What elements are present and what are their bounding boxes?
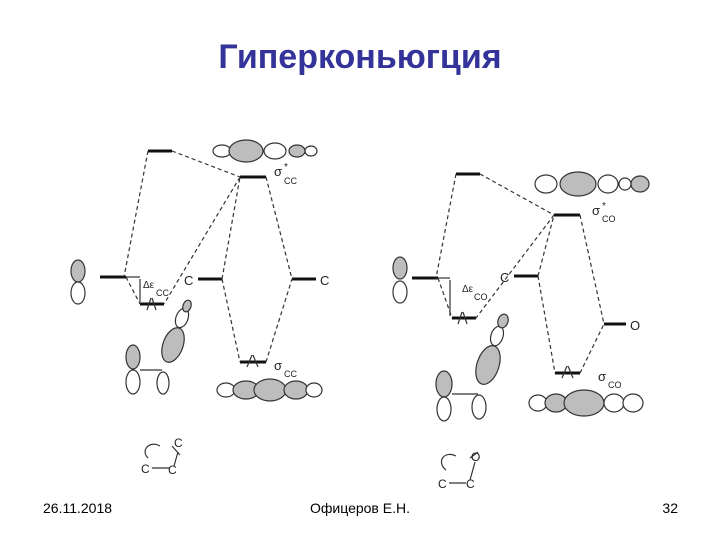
left-donor-p-orbital: [70, 259, 86, 305]
right-sigma-sub: CO: [608, 380, 622, 390]
slide-title: Гиперконьюгция: [218, 38, 502, 76]
left-sigma-label: σ: [274, 358, 282, 373]
right-electron-arrows: [457, 311, 468, 325]
left-sigma-sub: CC: [284, 369, 297, 379]
right-sigma-orbital: [528, 389, 644, 417]
right-atom-o: O: [630, 318, 640, 333]
right-overlap-orbitals: [435, 313, 509, 422]
right-delta-label: Δε: [462, 284, 474, 295]
right-donor-p-orbital: [392, 256, 408, 304]
left-atom-c-left: C: [184, 273, 193, 288]
right-scheme-c2: C: [466, 477, 475, 491]
right-sigma-label: σ: [598, 369, 606, 384]
footer-date: 26.11.2018: [43, 500, 113, 516]
left-reaction-scheme: [144, 443, 181, 469]
left-sigma-star-label: σ: [274, 164, 282, 179]
left-sigma-star-sup: *: [284, 162, 288, 173]
left-correlation-lines: [123, 150, 293, 363]
left-atom-c-right: C: [320, 273, 329, 288]
right-mo-diagram: Δε CO σ * CO σ CO C O: [392, 171, 650, 491]
right-correlation-lines: [435, 173, 605, 374]
right-scheme-c1: C: [438, 477, 447, 491]
right-scheme-o: O: [471, 450, 480, 464]
left-sigma-orbital: [216, 378, 323, 402]
right-delta-sub: CO: [474, 292, 488, 302]
left-scheme-c3: C: [174, 436, 183, 450]
left-sigma-star-orbital: [212, 139, 318, 163]
right-reaction-scheme: [441, 451, 479, 484]
left-mo-diagram: Δε CC σ * CC σ CC C C: [70, 139, 329, 477]
page-number: 32: [662, 500, 678, 516]
right-sigma-star-sup: *: [602, 201, 606, 212]
right-sigma-star-orbital: [534, 171, 650, 197]
left-scheme-c2: C: [168, 463, 177, 477]
left-delta-label: Δε: [143, 280, 155, 291]
footer-author: Офицеров Е.Н.: [309, 500, 410, 516]
left-electron-arrows: [146, 297, 157, 311]
left-overlap-orbitals: [125, 299, 192, 395]
right-sigma-star-sub: CO: [602, 214, 616, 224]
left-sigma-star-sub: CC: [284, 176, 297, 186]
left-scheme-c1: C: [141, 462, 150, 476]
left-delta-sub: CC: [156, 288, 169, 298]
right-atom-c: C: [500, 270, 509, 285]
right-sigma-star-label: σ: [592, 203, 600, 218]
